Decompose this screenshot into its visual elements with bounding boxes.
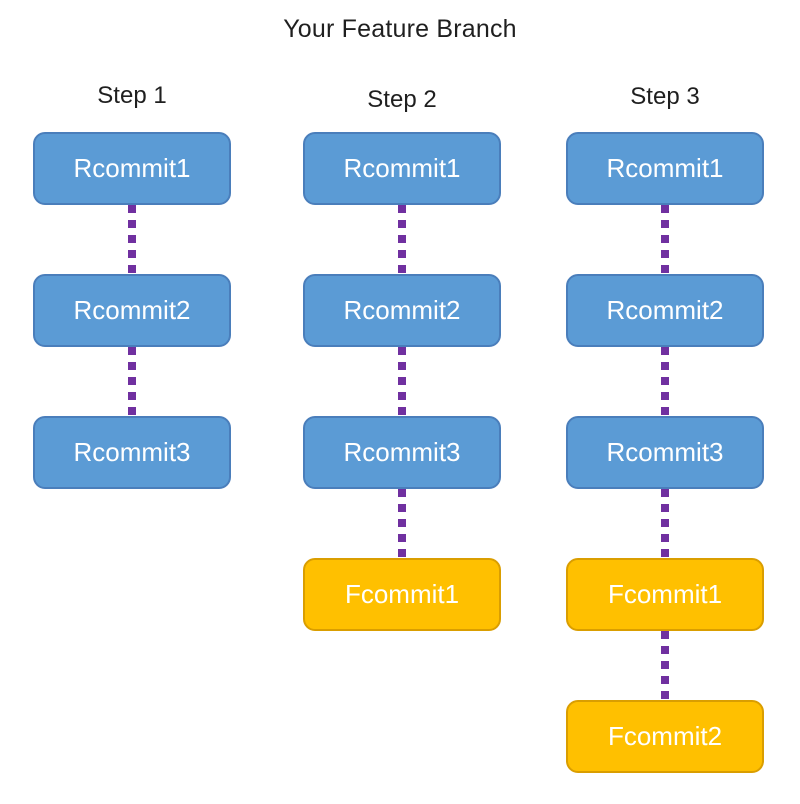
step1-commit-rcommit1: Rcommit1 [33,132,231,205]
connector-line [661,489,669,558]
step3-commit-fcommit2: Fcommit2 [566,700,764,773]
step-3-header: Step 3 [630,83,700,110]
step2-commit-rcommit1: Rcommit1 [303,132,501,205]
step2-commit-fcommit1: Fcommit1 [303,558,501,631]
connector-line [398,205,406,274]
step-2-header: Step 2 [367,86,437,113]
connector-line [128,347,136,416]
step3-commit-rcommit1: Rcommit1 [566,132,764,205]
step1-commit-rcommit3: Rcommit3 [33,416,231,489]
step3-commit-fcommit1: Fcommit1 [566,558,764,631]
connector-line [398,347,406,416]
step2-commit-rcommit2: Rcommit2 [303,274,501,347]
step3-commit-rcommit3: Rcommit3 [566,416,764,489]
diagram-title: Your Feature Branch [283,15,517,43]
step2-commit-rcommit3: Rcommit3 [303,416,501,489]
step1-commit-rcommit2: Rcommit2 [33,274,231,347]
connector-line [661,205,669,274]
connector-line [661,347,669,416]
step-1-header: Step 1 [97,82,167,109]
step3-commit-rcommit2: Rcommit2 [566,274,764,347]
connector-line [661,631,669,700]
connector-line [398,489,406,558]
connector-line [128,205,136,274]
